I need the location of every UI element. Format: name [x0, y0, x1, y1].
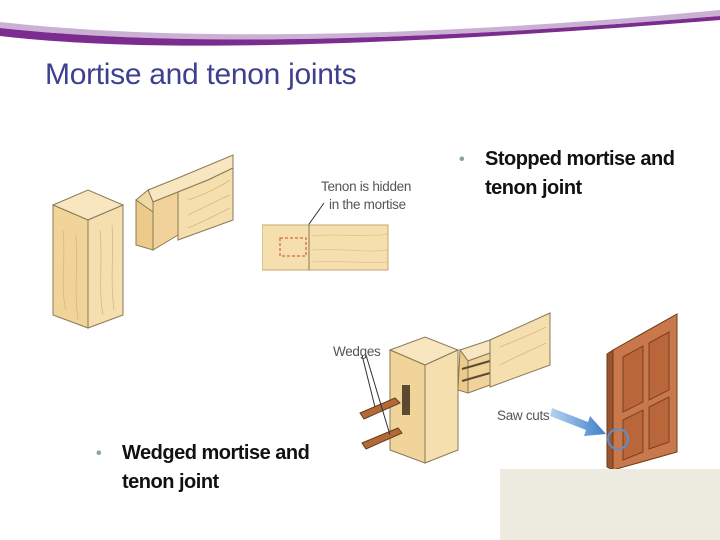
bullet-stopped-line1: Stopped mortise and — [485, 148, 675, 170]
pointer-arrow-icon — [550, 408, 606, 436]
wedged-joint-illustration — [359, 312, 551, 464]
bullet-wedged: • Wedged mortise and tenon joint — [96, 439, 310, 497]
hidden-tenon-section — [262, 202, 389, 271]
wedges-label: Wedges — [333, 344, 381, 359]
door-illustration — [606, 313, 678, 471]
bullet-wedged-line2: tenon joint — [122, 471, 219, 493]
bullet-dot-icon: • — [96, 445, 102, 462]
bullet-wedged-line1: Wedged mortise and — [122, 442, 310, 464]
tenon-hidden-label-line2: in the mortise — [329, 197, 406, 212]
tenon-hidden-label-line1: Tenon is hidden — [321, 179, 412, 194]
bullet-stopped-line2: tenon joint — [485, 177, 582, 199]
saw-cuts-label: Saw cuts — [497, 408, 550, 423]
stopped-joint-illustration — [51, 154, 234, 329]
bullet-dot-icon: • — [459, 151, 465, 168]
header-swoosh — [0, 0, 720, 46]
footer-panel — [500, 469, 720, 540]
bullet-stopped: • Stopped mortise and tenon joint — [459, 145, 675, 203]
page-title: Mortise and tenon joints — [45, 58, 357, 91]
